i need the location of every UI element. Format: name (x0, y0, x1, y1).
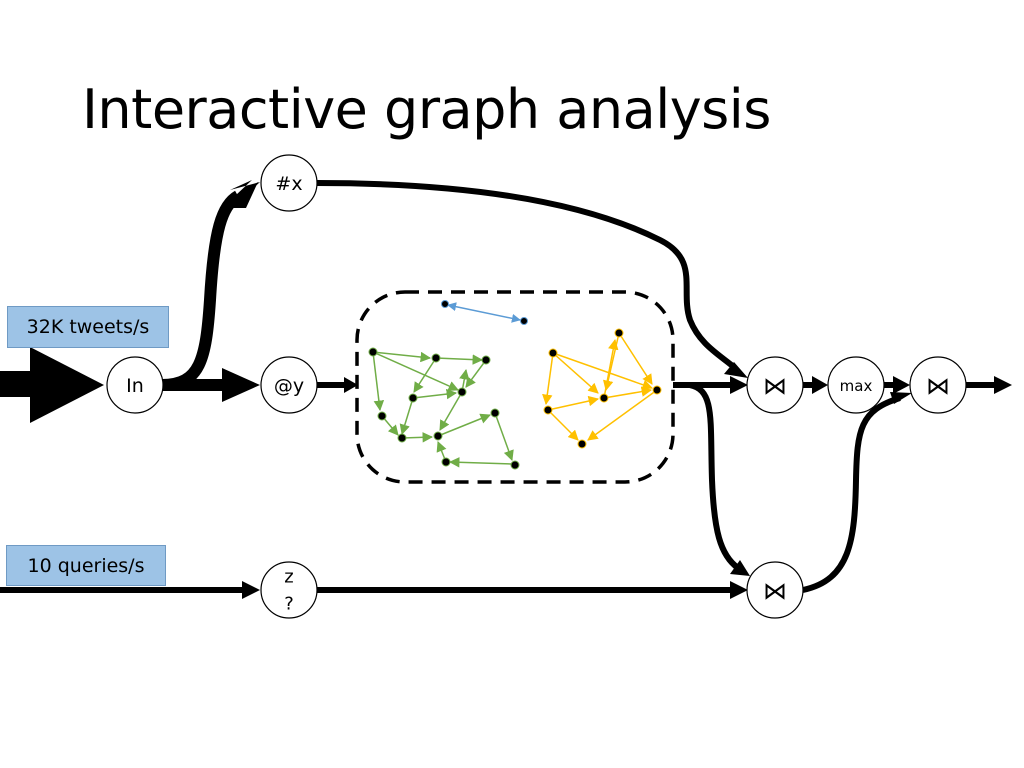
node-join-lower: ⋈ (746, 561, 804, 619)
input-stream-arrow (0, 347, 104, 423)
node-input: In (106, 356, 164, 414)
join-final-arrowhead-bottom (890, 392, 912, 404)
join-final-arrowhead-left (893, 376, 910, 394)
node-join-final: ⋈ (909, 356, 967, 414)
hashtag-arrowhead (222, 182, 258, 208)
graph-green-component (372, 351, 514, 468)
svg-text:#x: #x (275, 173, 302, 195)
svg-text:⋈: ⋈ (763, 372, 787, 400)
edge-hashtag-to-join-upper (316, 180, 737, 371)
edge-in-to-hashtag (161, 190, 242, 391)
graph-blue-component (441, 300, 528, 325)
tweets-rate-label: 32K tweets/s (7, 306, 169, 348)
max-arrowhead (812, 376, 828, 394)
svg-text:?: ? (284, 594, 294, 615)
node-query: z ? (260, 561, 318, 619)
join-upper-arrowhead-top (724, 362, 748, 378)
edge-graph-to-join-lower (689, 382, 740, 571)
svg-text:⋈: ⋈ (926, 372, 950, 400)
query-arrowhead (242, 581, 260, 599)
graph-container (355, 290, 675, 484)
join-lower-arrowhead-top (730, 560, 750, 576)
output-arrowhead (994, 376, 1012, 394)
graph-yellow-nodes (543, 328, 662, 449)
svg-text:In: In (126, 375, 144, 397)
edge-join-lower-to-join-final (802, 395, 901, 593)
edge-in-to-mention-head (222, 368, 260, 402)
graph-green-nodes (368, 347, 520, 470)
graph-yellow-component (542, 332, 658, 441)
mention-graph-arrowhead (344, 377, 358, 393)
queries-rate-label: 10 queries/s (6, 545, 166, 586)
svg-text:⋈: ⋈ (763, 577, 787, 605)
svg-text:@y: @y (274, 375, 304, 397)
join-lower-arrowhead-left (730, 581, 748, 599)
svg-text:max: max (840, 377, 873, 395)
join-upper-arrowhead-left (730, 376, 748, 394)
node-join-upper: ⋈ (746, 356, 804, 414)
node-max: max (827, 356, 885, 414)
node-hashtag: #x (260, 154, 318, 212)
node-mention: @y (260, 356, 318, 414)
slide-title: Interactive graph analysis (82, 78, 771, 141)
svg-text:z: z (284, 567, 293, 588)
